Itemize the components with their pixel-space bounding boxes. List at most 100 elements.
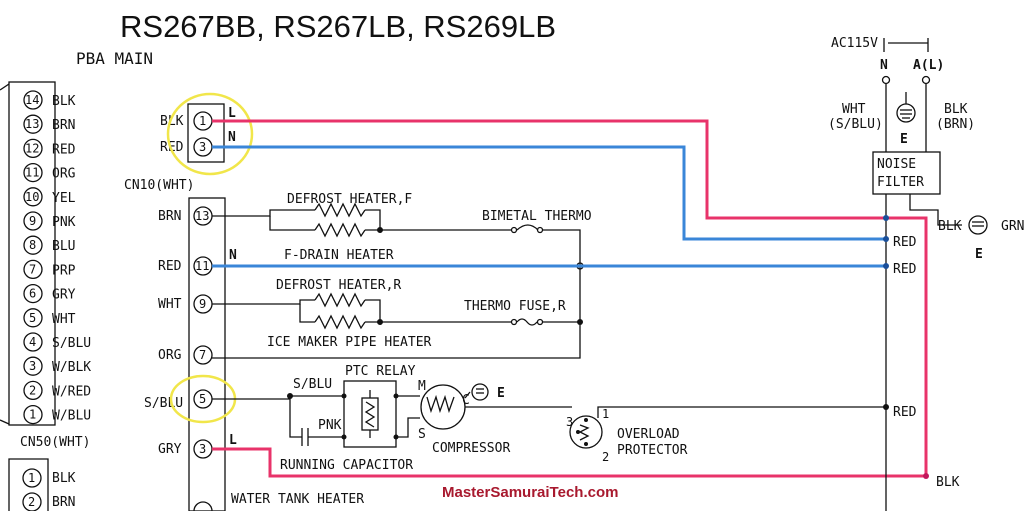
cn50-pin-10-color: YEL (52, 191, 76, 206)
diagram-title: RS267BB, RS267LB, RS269LB (120, 9, 556, 44)
cn50-pin-5 (23, 308, 43, 328)
ptc-relay-box (343, 380, 397, 448)
thermo-fuse-contact-b (536, 318, 544, 326)
compressor-c-label: C (462, 393, 470, 408)
cn50-pin-13-color: BRN (52, 118, 75, 133)
lower-pin-2-color: BRN (52, 495, 75, 510)
noise-filter-box (872, 151, 941, 195)
overload-protector-label-2: PROTECTOR (617, 443, 688, 458)
blk-ground-label: BLK (938, 219, 962, 234)
cn10-pin-3-color: GRY (158, 442, 182, 457)
wire-red-line-top (212, 119, 928, 476)
cn50-pin-14 (23, 90, 43, 110)
water-tank-heater-label: WATER TANK HEATER (231, 492, 364, 507)
supply-a-terminal (921, 75, 931, 85)
cn50-pin-14-num: 14 (25, 93, 39, 107)
blk-label: BLK (944, 102, 968, 117)
cn50-pin-8-color: BLU (52, 239, 75, 254)
cn50-pin-11-color: ORG (52, 167, 76, 182)
cn10-pin-11-tag: N (229, 248, 237, 263)
top-pin-3-num: 3 (199, 140, 206, 154)
cn10-pin-3-tag: L (229, 433, 237, 448)
lower-pin-1 (22, 468, 42, 488)
defrost-heater-r-resistor-bottom (314, 314, 366, 330)
cn50-pin-9-color: PNK (52, 215, 76, 230)
cn10-pin-3-num: 3 (199, 442, 206, 456)
ptc-relay-label: PTC RELAY (345, 364, 416, 379)
supply-e-label: E (900, 132, 908, 147)
red-label-1: RED (893, 235, 917, 250)
wire-blue-neutral-top (212, 145, 886, 241)
cn50-pin-7 (23, 259, 43, 280)
cn50-pin-11-num: 11 (25, 166, 39, 180)
cn50-pin-13 (23, 114, 43, 134)
cn10-pin-9-color: WHT (158, 297, 182, 312)
wht-label: WHT (842, 102, 866, 117)
cn10-connector: 13 BRN 11 RED N 9 WHT 7 ORG 5 S/BLU 3 GR… (144, 197, 237, 511)
cn50-pin-4 (23, 332, 43, 352)
compressor-e-label: E (497, 386, 505, 401)
cn50-pin-10 (23, 187, 43, 207)
cn50-pin-3 (23, 356, 43, 376)
cn10-pin-1 (193, 501, 213, 511)
bimetal-thermo-contact-a (510, 226, 518, 234)
cn50-pin-6 (23, 283, 43, 304)
cn50-pin-6-num: 6 (29, 287, 36, 301)
bimetal-thermo-contact-b (536, 226, 544, 234)
thermo-fuse-element (516, 318, 538, 326)
ground-grn-icon (968, 215, 988, 235)
cn50-pin-8-num: 8 (29, 238, 36, 252)
cn10-pin-11-color: RED (158, 259, 182, 274)
compressor-ground-icon (471, 383, 489, 401)
cn50-pin-4-num: 4 (29, 335, 36, 349)
cn50-pin-1-num: 1 (29, 408, 36, 422)
compressor-s-label: S (418, 427, 426, 442)
defrost-heater-f-label: DEFROST HEATER,F (287, 192, 412, 207)
ice-maker-pipe-heater-label: ICE MAKER PIPE HEATER (267, 335, 432, 350)
compressor-circuit: S/BLU PNK RUNNING CAPACITOR PTC RELAY M … (212, 364, 886, 473)
cn50-pin-14-color: BLK (52, 94, 76, 109)
cn50-pin-1 (23, 404, 43, 425)
grn-label: GRN (1001, 219, 1024, 234)
cn50-pin-8 (23, 235, 43, 255)
cn50-pin-3-num: 3 (29, 359, 36, 373)
top-pin-1-num: 1 (199, 114, 206, 128)
top-pin-3-tag: N (228, 130, 236, 145)
cn10-label: CN10(WHT) (124, 178, 194, 193)
lower-pin-2-num: 2 (28, 495, 35, 509)
supply-n-terminal (881, 75, 891, 85)
s-blu-wire-label: S/BLU (293, 377, 332, 392)
cn10-pin-9-num: 9 (199, 297, 206, 311)
cn50-pin-12-color: RED (52, 142, 76, 157)
top-pin-1-tag: L (228, 106, 236, 121)
olp-pin-1-label: 1 (602, 407, 609, 421)
olp-pin-2-label: 2 (602, 450, 609, 464)
ac115v-label: AC115V (831, 36, 878, 51)
pnk-wire-label: PNK (318, 418, 342, 433)
lower-pin-2 (22, 492, 42, 511)
bimetal-thermo-label: BIMETAL THERMO (482, 209, 592, 224)
cn10-pin-5-color: S/BLU (144, 396, 183, 411)
lower-pin-1-color: BLK (52, 471, 76, 486)
red-label-3: RED (893, 405, 917, 420)
wht-sub-label: (S/BLU) (828, 117, 883, 132)
defrost-heater-f-resistor-top (314, 202, 366, 218)
noise-filter-label-1: NOISE (877, 157, 916, 172)
cn10-pin-7-color: ORG (158, 348, 182, 363)
cn10-pin-13-color: BRN (158, 209, 181, 224)
cn10-pin-5-num: 5 (199, 392, 206, 406)
f-drain-heater-label: F-DRAIN HEATER (284, 248, 394, 263)
running-capacitor-label: RUNNING CAPACITOR (280, 458, 413, 473)
supply-ground-icon (896, 103, 916, 123)
cn50-pin-12-num: 12 (25, 141, 39, 155)
ground-e-label: E (975, 247, 983, 262)
cn50-pin-12 (23, 138, 43, 159)
cn50-pin-6-color: GRY (52, 288, 76, 303)
cn50-pin-1-color: W/BLU (52, 409, 91, 424)
cn50-label: CN50(WHT) (20, 435, 90, 450)
heater-circuits: DEFROST HEATER,F BIMETAL THERMO F-DRAIN … (212, 192, 592, 359)
watermark-text: MasterSamuraiTech.com (442, 484, 618, 501)
cn50-pin-3-color: W/BLK (52, 360, 91, 375)
